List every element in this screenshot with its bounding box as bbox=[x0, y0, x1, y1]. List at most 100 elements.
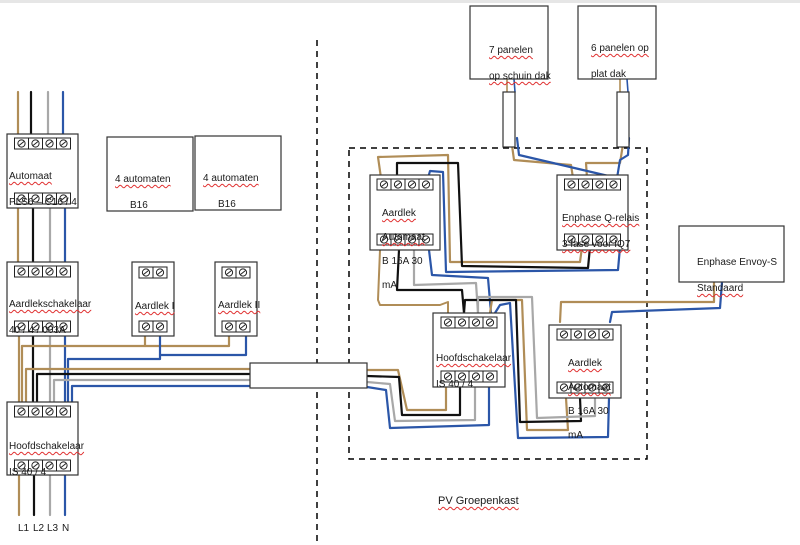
envoy-type: Standaard bbox=[697, 283, 744, 294]
automaten-group-2-count: 4 automaten bbox=[203, 173, 259, 184]
pv-aardlek-automaat-2-box-bottom-terminals bbox=[556, 381, 614, 394]
pv-l1-hoofd-to-aa1 bbox=[377, 249, 449, 314]
l1-to-pv bbox=[24, 367, 254, 404]
automaat-label: Automaat PLS6 – C16 / 4 bbox=[9, 157, 77, 209]
screw-terminal-icon bbox=[595, 180, 604, 189]
screw-terminal-icon bbox=[45, 407, 54, 416]
screw-terminal-icon bbox=[238, 268, 248, 277]
pv-hoofdschakelaar-spec: IS 40 / 4 bbox=[436, 379, 474, 390]
pv-n-hoofd-to-aa1 bbox=[427, 248, 493, 315]
aardlek-2-box-top-terminals bbox=[221, 266, 251, 279]
screw-terminal-icon bbox=[609, 235, 618, 244]
screw-terminal-icon bbox=[45, 139, 54, 148]
screw-terminal-icon bbox=[238, 322, 248, 331]
screw-terminal-icon bbox=[567, 180, 576, 189]
cable-conduit bbox=[249, 362, 368, 389]
screw-terminal-icon bbox=[17, 267, 26, 276]
pv-n-hoofd-aa2 bbox=[493, 301, 611, 440]
screw-terminal-icon bbox=[379, 235, 389, 244]
panel-1-n bbox=[513, 78, 516, 93]
automaten-group-1-box bbox=[106, 136, 194, 212]
screw-terminal-icon bbox=[559, 383, 569, 392]
screw-terminal-icon bbox=[224, 268, 234, 277]
panel-2-n bbox=[626, 78, 629, 93]
phase-label-l2: L2 bbox=[33, 523, 45, 534]
l3-to-pv bbox=[52, 378, 254, 404]
pv-n-aa1-q bbox=[426, 169, 622, 274]
screw-terminal-icon bbox=[595, 235, 604, 244]
screw-terminal-icon bbox=[224, 322, 234, 331]
screw-terminal-icon bbox=[421, 235, 431, 244]
screw-terminal-icon bbox=[485, 372, 495, 381]
screw-terminal-icon bbox=[443, 318, 453, 327]
aardlek-1-name: Aardlek I bbox=[135, 301, 175, 312]
screw-terminal-icon bbox=[31, 267, 40, 276]
automaat-spec: PLS6 – C16 / 4 bbox=[9, 197, 77, 208]
screw-terminal-icon bbox=[31, 139, 40, 148]
automaten-group-1-count: 4 automaten bbox=[115, 174, 171, 185]
screw-terminal-icon bbox=[17, 322, 26, 331]
aardlekschakelaar-label: Aardlekschakelaar 40 / 4 / 003A bbox=[9, 285, 91, 337]
pv-l1-in bbox=[365, 368, 448, 412]
screw-terminal-icon bbox=[31, 194, 40, 203]
q-relais-box-top-terminals bbox=[564, 178, 621, 191]
pv-l3-hoofd-aa2 bbox=[476, 295, 597, 420]
screw-terminal-icon bbox=[17, 194, 26, 203]
pv-aardlek-automaat-2-line1: Aardlek bbox=[568, 358, 602, 369]
screw-terminal-icon bbox=[59, 461, 68, 470]
automaat-name: Automaat bbox=[9, 171, 52, 182]
aardlekschakelaar-spec: 40 / 4 / 003A bbox=[9, 325, 66, 336]
aardlek-2-box-bottom-terminals bbox=[221, 320, 251, 333]
screw-terminal-icon bbox=[587, 330, 597, 339]
pv-hoofdschakelaar-name: Hoofdschakelaar bbox=[436, 353, 512, 364]
screw-terminal-icon bbox=[407, 235, 417, 244]
q-relais-name: Enphase Q-relais bbox=[562, 213, 640, 224]
screw-terminal-icon bbox=[45, 322, 54, 331]
pv-aardlek-automaat-1-box-top-terminals bbox=[376, 178, 434, 191]
screw-terminal-icon bbox=[31, 407, 40, 416]
screw-terminal-icon bbox=[485, 318, 495, 327]
l2-to-pv bbox=[35, 372, 254, 404]
pv-aardlek-automaat-1-box-bottom-terminals bbox=[376, 233, 434, 246]
envoy-box bbox=[678, 225, 785, 283]
pv-aardlek-automaat-2-box-top-terminals bbox=[556, 328, 614, 341]
hoofdschakelaar-left-label: Hoofdschakelaar IS 40 / 4 bbox=[9, 427, 84, 479]
screw-terminal-icon bbox=[407, 180, 417, 189]
screw-terminal-icon bbox=[31, 322, 40, 331]
pv-aardlek-automaat-2-line2: Automaat bbox=[568, 382, 611, 393]
n-from-aardlek-2 bbox=[158, 334, 248, 357]
pv-l1-aa2-envoy bbox=[558, 280, 716, 324]
screw-terminal-icon bbox=[59, 407, 68, 416]
screw-terminal-icon bbox=[59, 322, 68, 331]
pv-n-in bbox=[365, 385, 491, 430]
phase-label-l1: L1 bbox=[18, 523, 30, 534]
phase-label-n: N bbox=[62, 523, 70, 534]
aardlek-1-box-bottom-terminals bbox=[138, 320, 168, 333]
envoy-label: Enphase Envoy-S Standaard bbox=[697, 243, 777, 295]
aardlekschakelaar-name: Aardlekschakelaar bbox=[9, 299, 92, 310]
screw-terminal-icon bbox=[587, 383, 597, 392]
hoofdschakelaar-left-spec: IS 40 / 4 bbox=[9, 467, 47, 478]
screw-terminal-icon bbox=[457, 318, 467, 327]
automaten-group-2-type: B16 bbox=[218, 199, 236, 210]
screw-terminal-icon bbox=[601, 383, 611, 392]
screw-terminal-icon bbox=[471, 318, 481, 327]
panels-schuin-dak-label: 7 panelen op schuin dak bbox=[489, 31, 551, 83]
q-relais-label: Enphase Q-relais 3 fase voor IQ7 bbox=[562, 199, 639, 251]
panels-plat-dak-box bbox=[577, 5, 657, 80]
panels-schuin-dak-box bbox=[469, 5, 549, 80]
pv-aardlek-automaat-2-line4: mA bbox=[568, 430, 583, 441]
panels-schuin-dak-count: 7 panelen bbox=[489, 45, 533, 56]
screw-terminal-icon bbox=[155, 322, 165, 331]
automaten-group-2-box bbox=[194, 135, 282, 211]
automaten-group-2-label: 4 automaten B16 bbox=[203, 159, 259, 211]
screw-terminal-icon bbox=[443, 372, 453, 381]
screw-terminal-icon bbox=[581, 235, 590, 244]
pv-l1-q-panels bbox=[509, 136, 575, 180]
pv-l1-hoofd-aa2 bbox=[488, 298, 570, 432]
pv-cabinet-boundary bbox=[348, 147, 648, 460]
screw-terminal-icon bbox=[567, 235, 576, 244]
panels-schuin-dak-roof: op schuin dak bbox=[489, 71, 551, 82]
pv-cabinet-title-value: PV Groepenkast bbox=[438, 495, 519, 507]
hoofdschakelaar-left-name: Hoofdschakelaar bbox=[9, 441, 85, 452]
